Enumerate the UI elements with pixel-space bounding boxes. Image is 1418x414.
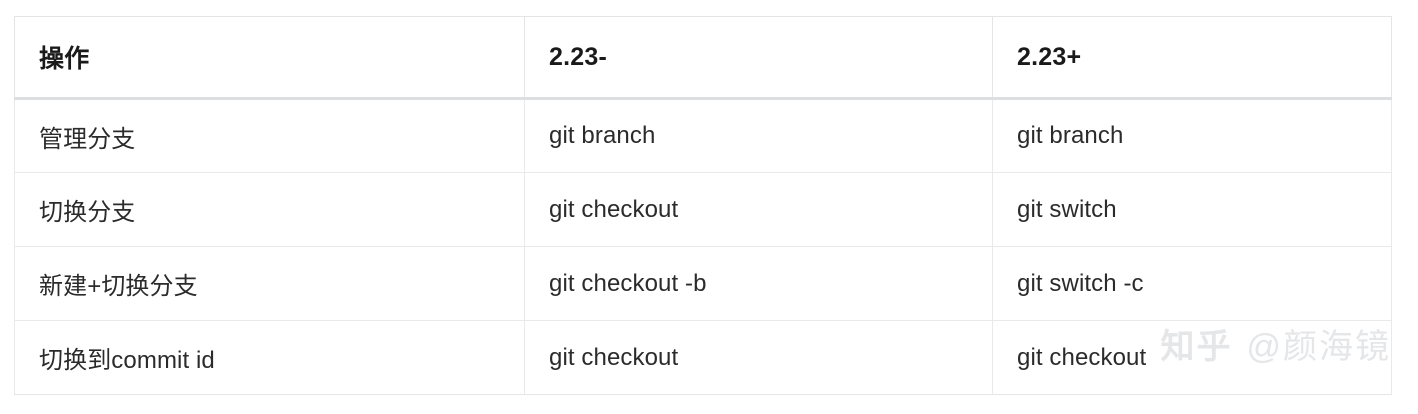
cell-operation: 切换分支 [14, 172, 525, 247]
table-header-row: 操作 2.23- 2.23+ [14, 16, 1392, 100]
cell-command-old: git branch [524, 98, 993, 173]
cell-command-new: git switch [992, 172, 1392, 247]
cell-command-old: git checkout [524, 320, 993, 395]
table-row: 切换到commit id git checkout git checkout [14, 320, 1392, 395]
cell-command-old: git checkout [524, 172, 993, 247]
cell-operation: 新建+切换分支 [14, 246, 525, 321]
table-body: 管理分支 git branch git branch 切换分支 git chec… [14, 98, 1392, 395]
cell-command-old: git checkout -b [524, 246, 993, 321]
column-header-version-old: 2.23- [524, 16, 993, 100]
table-row: 管理分支 git branch git branch [14, 98, 1392, 173]
cell-command-new: git checkout [992, 320, 1392, 395]
table-header: 操作 2.23- 2.23+ [14, 16, 1392, 100]
column-header-operation: 操作 [14, 16, 525, 100]
table-row: 新建+切换分支 git checkout -b git switch -c [14, 246, 1392, 321]
cell-operation: 切换到commit id [14, 320, 525, 395]
cell-command-new: git branch [992, 98, 1392, 173]
cell-operation: 管理分支 [14, 98, 525, 173]
table-row: 切换分支 git checkout git switch [14, 172, 1392, 247]
git-command-comparison-table: 操作 2.23- 2.23+ 管理分支 git branch git branc… [14, 16, 1392, 395]
column-header-version-new: 2.23+ [992, 16, 1392, 100]
cell-command-new: git switch -c [992, 246, 1392, 321]
comparison-table-container: 操作 2.23- 2.23+ 管理分支 git branch git branc… [14, 16, 1392, 395]
